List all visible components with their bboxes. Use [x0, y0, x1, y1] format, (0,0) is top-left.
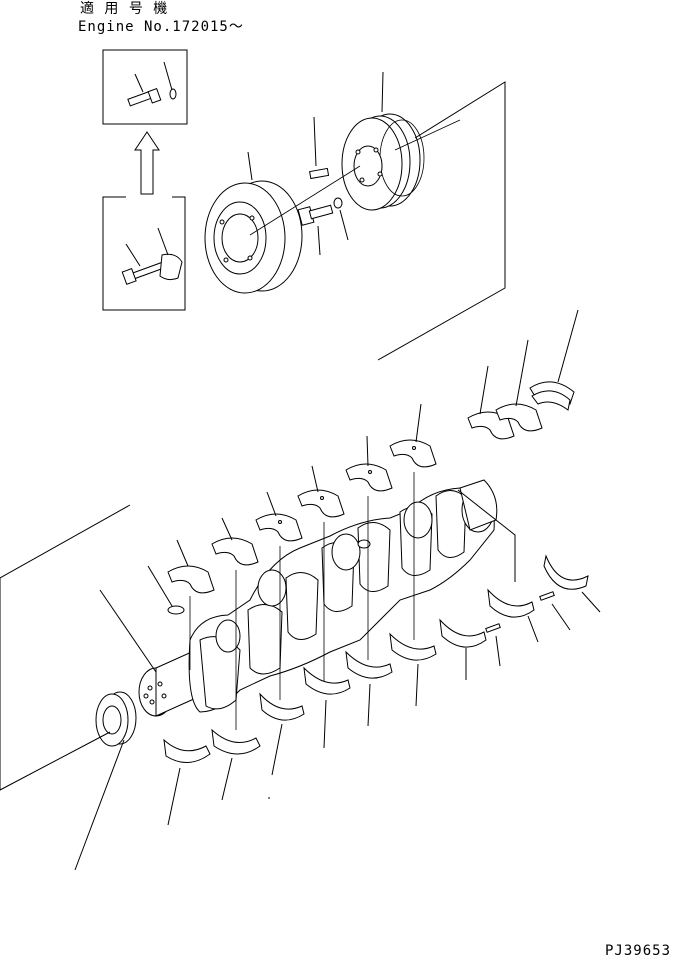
lower-bearing-3	[259, 692, 305, 776]
lock-plate	[159, 253, 183, 281]
damper-bolt	[297, 204, 334, 256]
group-bracket-left	[0, 504, 131, 791]
applicable-serial-label: 適 用 号 機	[80, 0, 168, 17]
assembly-axis-2	[394, 119, 461, 151]
crankshaft-leader	[99, 589, 157, 673]
detail-bolt	[127, 88, 162, 107]
crankshaft-pulley	[204, 151, 303, 294]
upper-bearing-4	[297, 465, 345, 686]
detail-box-bolt-plate	[102, 196, 186, 311]
engine-number-label: Engine No.172015～	[78, 19, 244, 35]
lower-bearing-1	[163, 738, 211, 826]
lower-bearing-5	[345, 650, 393, 727]
lower-bearing-6	[389, 632, 437, 707]
crankshaft	[138, 479, 498, 717]
thrust-washer-lower	[543, 554, 601, 613]
crankshaft-gear	[74, 691, 137, 871]
plate-bolt	[121, 261, 167, 285]
upper-bearing-2	[211, 517, 259, 730]
upper-main-bearings	[167, 309, 579, 730]
lower-bearing-7	[439, 618, 487, 680]
dowel-pin	[309, 116, 330, 180]
lower-bearing-2	[211, 728, 261, 801]
group-bracket-top	[377, 81, 506, 361]
vibration-damper	[341, 71, 425, 211]
detail-box-bolt-washer	[102, 49, 188, 125]
thrust-bearing-lower	[487, 588, 539, 643]
assembly-axis	[249, 165, 361, 236]
up-arrow-icon	[134, 131, 160, 195]
woodruff-key	[147, 565, 185, 615]
upper-bearing-7	[467, 365, 515, 440]
upper-bearing-5	[345, 435, 393, 660]
thrust-bearing-upper	[495, 339, 543, 432]
detail-washer	[169, 88, 177, 100]
upper-bearing-3	[255, 491, 303, 700]
figure-code: PJ39653	[605, 943, 671, 959]
thrust-pin-1	[485, 623, 501, 667]
upper-bearing-1	[167, 539, 215, 670]
thrust-washer-upper	[529, 309, 579, 411]
group-bracket-right	[457, 489, 516, 582]
lower-main-bearings	[163, 554, 601, 826]
lower-bearing-4	[303, 666, 351, 749]
damper-washer	[333, 197, 349, 241]
thrust-pin-2	[539, 591, 571, 631]
upper-bearing-6	[389, 403, 437, 640]
